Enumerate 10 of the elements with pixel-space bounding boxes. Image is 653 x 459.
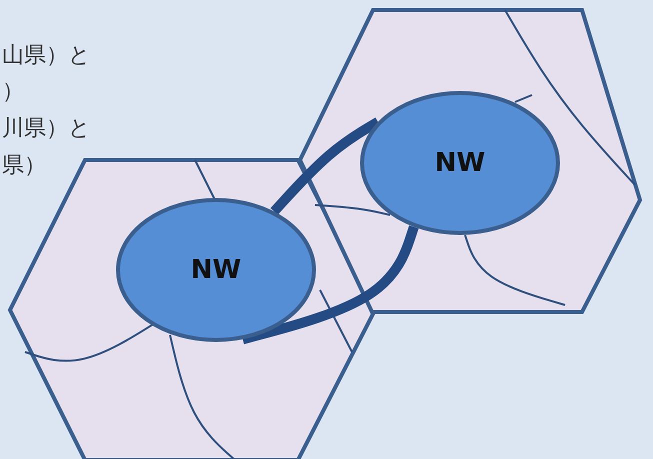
note-text: 県） bbox=[2, 152, 46, 180]
node-label: NW bbox=[434, 148, 486, 178]
note-text: ） bbox=[2, 78, 24, 106]
connection-line bbox=[241, 225, 419, 344]
note-text: 川県）と bbox=[2, 115, 91, 143]
network-ellipse bbox=[360, 91, 560, 235]
node-label: NW bbox=[190, 255, 242, 285]
connection-line bbox=[270, 118, 380, 215]
network-ellipse bbox=[116, 198, 316, 342]
note-text: 山県）と bbox=[2, 42, 91, 70]
